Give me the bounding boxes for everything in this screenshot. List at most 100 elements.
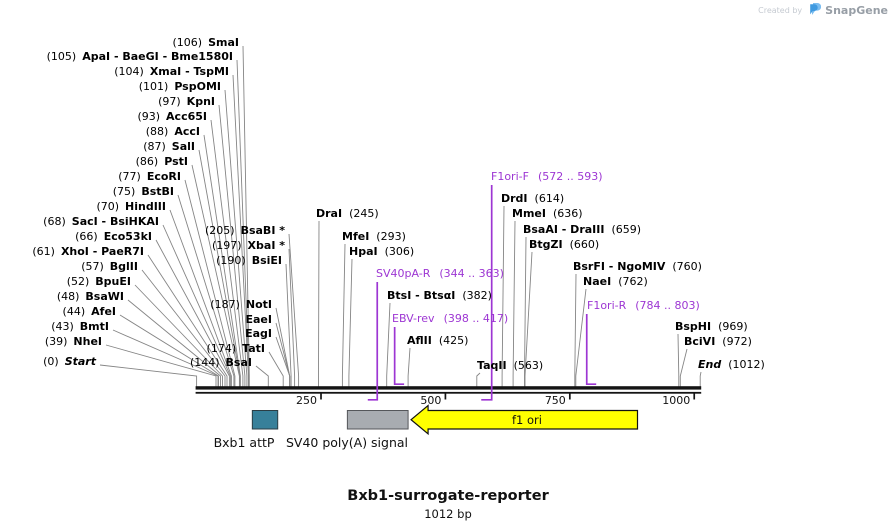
enzyme-label-start: (0) Start	[0, 355, 96, 368]
enzyme-site-line-btsi-bts-i	[386, 302, 391, 389]
enzyme-site-line-nhei	[105, 344, 217, 389]
enzyme-position: (205)	[204, 224, 235, 237]
enzyme-name: BsaI	[225, 356, 252, 369]
enzyme-label-kpni: (97) KpnI	[0, 95, 215, 108]
enzyme-site-line-taqii	[476, 372, 481, 389]
enzyme-name: SmaI	[208, 36, 239, 49]
enzyme-name: BtgZI	[529, 238, 563, 251]
enzyme-site-line-bsawi	[127, 299, 221, 389]
enzyme-site-line-xmai-tspmi	[232, 74, 249, 389]
enzyme-position: (762)	[618, 275, 648, 288]
enzyme-label-pspomi: (101)PspOMI	[0, 80, 221, 93]
enzyme-position: (57)	[81, 260, 104, 273]
enzyme-site-line-bpuei	[134, 284, 223, 389]
enzyme-site-line-hindiii	[169, 209, 232, 389]
enzyme-position: (972)	[722, 335, 752, 348]
snapgene-brand: SnapGene	[825, 4, 888, 17]
enzyme-position: (614)	[534, 192, 565, 205]
enzyme-position: (70)	[96, 200, 120, 213]
feature-bxb1-attp	[251, 410, 279, 430]
enzyme-label-ecori: (77)EcoRI	[0, 170, 181, 183]
enzyme-position: (636)	[552, 207, 583, 220]
enzyme-position: (97)	[158, 95, 181, 108]
enzyme-label-bmti: (43)BmtI	[0, 320, 109, 333]
enzyme-label-hindiii: (70) HindIII	[0, 200, 166, 213]
enzyme-site-line-ecori	[184, 179, 236, 389]
enzyme-position: (104)	[114, 65, 144, 78]
enzyme-name: BsaWI	[85, 290, 124, 303]
enzyme-site-line-tati	[268, 351, 284, 389]
snapgene-logo-icon	[808, 3, 822, 18]
enzyme-name: PspOMI	[174, 80, 221, 93]
enzyme-position: (75)	[112, 185, 136, 198]
enzyme-name: Acc65I	[166, 110, 207, 123]
map-title: Bxb1-surrogate-reporter	[347, 488, 549, 504]
enzyme-name: EagI	[245, 327, 272, 340]
enzyme-name: HindIII	[125, 200, 166, 213]
enzyme-position: (61)	[32, 245, 55, 258]
enzyme-label-hpai: HpaI(306)	[349, 245, 414, 258]
enzyme-label-eaei: EaeI	[0, 313, 273, 326]
enzyme-name: PstI	[164, 155, 188, 168]
enzyme-name: BpuEI	[95, 275, 131, 288]
enzyme-name: KpnI	[186, 95, 215, 108]
enzyme-label-bcivi: BciVI(972)	[684, 335, 752, 348]
enzyme-position: (68)	[43, 215, 66, 228]
enzyme-label-mfei: MfeI(293)	[342, 230, 406, 243]
enzyme-name: XhoI - PaeR7I	[60, 245, 144, 258]
primer-label-f1ori-r: F1ori-R(784 .. 803)	[587, 299, 700, 312]
enzyme-position: (187)	[210, 298, 240, 311]
primer-range: (344 .. 363)	[439, 267, 504, 280]
enzyme-label-xmai-tspmi: (104) XmaI - TspMI	[0, 65, 229, 78]
enzyme-site-line-end	[699, 371, 702, 389]
enzyme-site-line-bsphi	[677, 333, 680, 389]
enzyme-name: BtsI - BtsαI	[387, 289, 456, 302]
enzyme-label-bsawi: (48)BsaWI	[0, 290, 124, 303]
enzyme-label-saci-bsihkai: (68)SacI - BsiHKAI	[0, 215, 159, 228]
enzyme-position: (659)	[611, 223, 642, 236]
enzyme-label-smai: (106)SmaI	[0, 36, 240, 49]
feature-label-sv40-polya-signal: SV40 poly(A) signal	[285, 435, 409, 450]
enzyme-position: (660)	[569, 238, 600, 251]
enzyme-site-line-drai	[318, 220, 320, 389]
enzyme-site-line-bglii	[141, 269, 226, 389]
primer-marker-f1ori-r	[585, 314, 597, 386]
enzyme-name: BglII	[109, 260, 138, 273]
enzyme-site-line-xhoi-paer7i	[147, 254, 228, 389]
enzyme-position: (425)	[438, 334, 469, 347]
sequence-baseline	[195, 391, 702, 394]
enzyme-position: (105)	[46, 50, 77, 63]
enzyme-site-line-pspomi	[224, 89, 248, 389]
primer-marker-sv40pa-r	[367, 282, 379, 401]
enzyme-label-acc65i: (93)Acc65I	[0, 110, 207, 123]
enzyme-name: EaeI	[245, 313, 273, 326]
enzyme-site-line-acci	[203, 134, 241, 389]
enzyme-label-eco53ki: (66)Eco53kI	[0, 230, 152, 243]
primer-name: F1ori-F	[491, 170, 529, 183]
enzyme-position: (77)	[118, 170, 141, 183]
enzyme-label-aflii: AflII (425)	[407, 334, 468, 347]
enzyme-site-line-bsaai-draiii	[524, 236, 527, 389]
map-title-block: Bxb1-surrogate-reporter 1012 bp	[0, 488, 896, 521]
primer-name: F1ori-R	[587, 299, 627, 312]
ruler-tick-label: 1000	[662, 394, 691, 407]
enzyme-site-line-sali	[198, 149, 241, 389]
enzyme-position: (86)	[135, 155, 159, 168]
enzyme-position: (174)	[206, 342, 237, 355]
enzyme-name: BsrFI - NgoMIV	[573, 260, 666, 273]
enzyme-name: BspHI	[675, 320, 712, 333]
enzyme-position: (0)	[43, 355, 59, 368]
enzyme-label-tati: (174)TatI	[0, 342, 265, 355]
enzyme-name: Start	[64, 355, 96, 368]
ruler-tick-label: 250	[296, 394, 317, 407]
enzyme-name: XmaI - TspMI	[149, 65, 229, 78]
enzyme-label-xhoi-paer7i: (61) XhoI - PaeR7I	[0, 245, 144, 258]
enzyme-site-line-btgzi	[524, 251, 533, 389]
enzyme-position: (66)	[75, 230, 98, 243]
enzyme-name: AflII	[407, 334, 432, 347]
enzyme-name: BsaAI - DraIII	[523, 223, 605, 236]
enzyme-label-bsphi: BspHI(969)	[675, 320, 748, 333]
enzyme-label-naei: NaeI(762)	[583, 275, 648, 288]
enzyme-site-line-eco53ki	[155, 239, 230, 389]
